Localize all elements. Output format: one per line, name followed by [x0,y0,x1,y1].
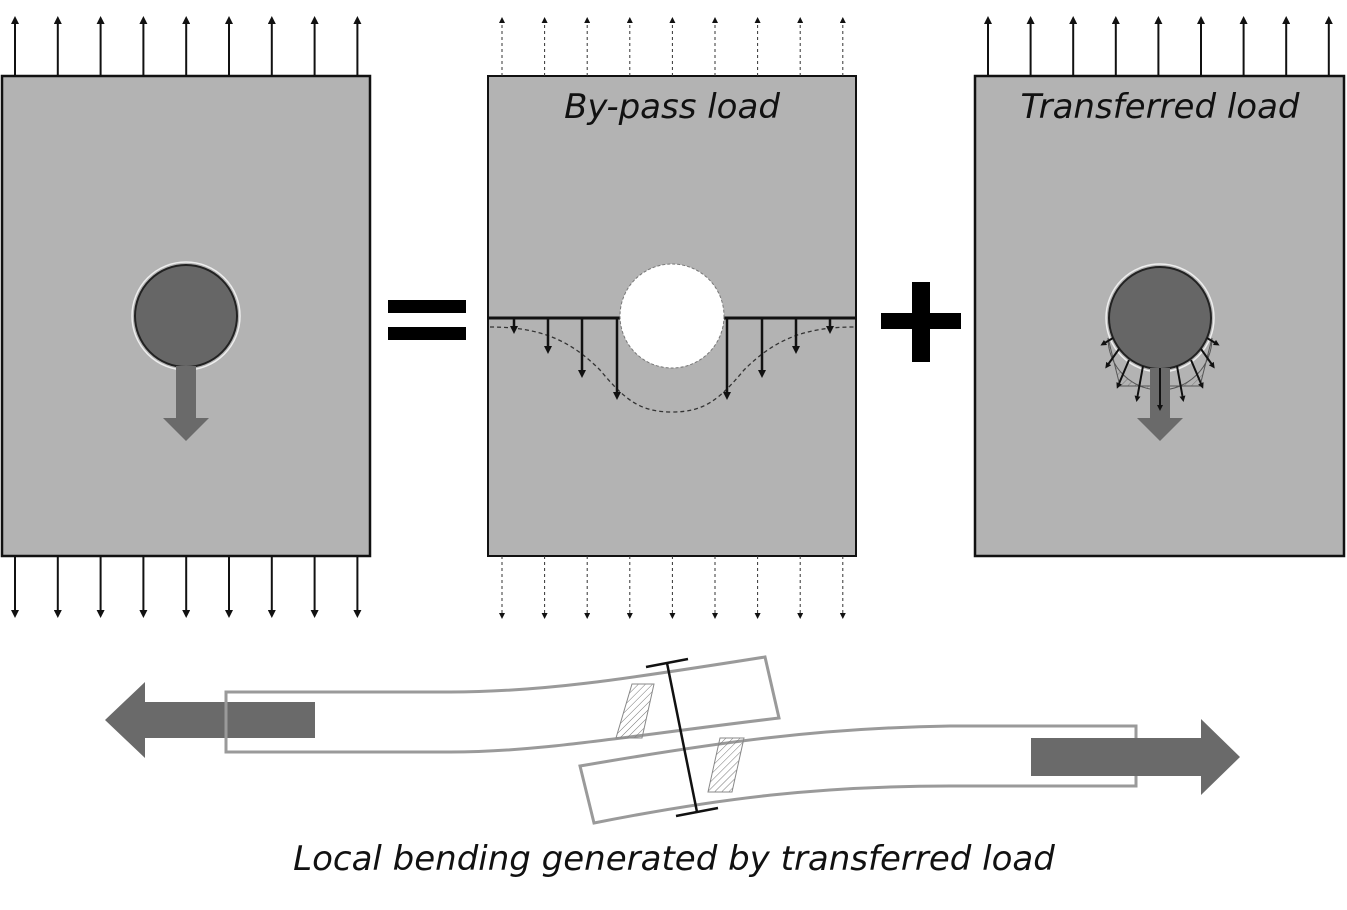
total-load-panel [0,16,372,618]
bypass-load-panel: By-pass load [487,17,857,619]
tension-arrows-top-left [11,16,362,76]
plus-sign [881,282,961,362]
tension-arrows-bottom-left [11,556,362,618]
bending-caption: Local bending generated by transferred l… [293,839,1055,879]
dashed-arrows-top-middle [499,17,846,76]
upper-bending-stress [615,683,655,739]
fastener-right [1108,266,1212,370]
stress-arrows [510,318,834,400]
bearing-pressure-arrows [1100,337,1220,411]
fastener-left [134,264,238,368]
bolt-line [645,657,719,818]
plate-right [973,74,1346,558]
transferred-load-label: Transferred load [1020,87,1299,127]
pull-arrow-left [105,682,315,758]
upper-plate [224,655,781,754]
open-hole [619,263,725,369]
bearing-arrow-left [163,366,209,441]
pull-arrow-right [1031,719,1240,795]
transferred-load-panel: Transferred load [973,16,1346,558]
bypass-load-label: By-pass load [564,87,780,127]
lower-bending-stress [707,737,745,793]
equals-sign [388,300,466,340]
lap-joint-bending: Local bending generated by transferred l… [105,655,1240,879]
stress-envelope [489,326,855,413]
tension-arrows-top-right [984,16,1333,76]
dashed-arrows-bottom-middle [499,556,846,619]
